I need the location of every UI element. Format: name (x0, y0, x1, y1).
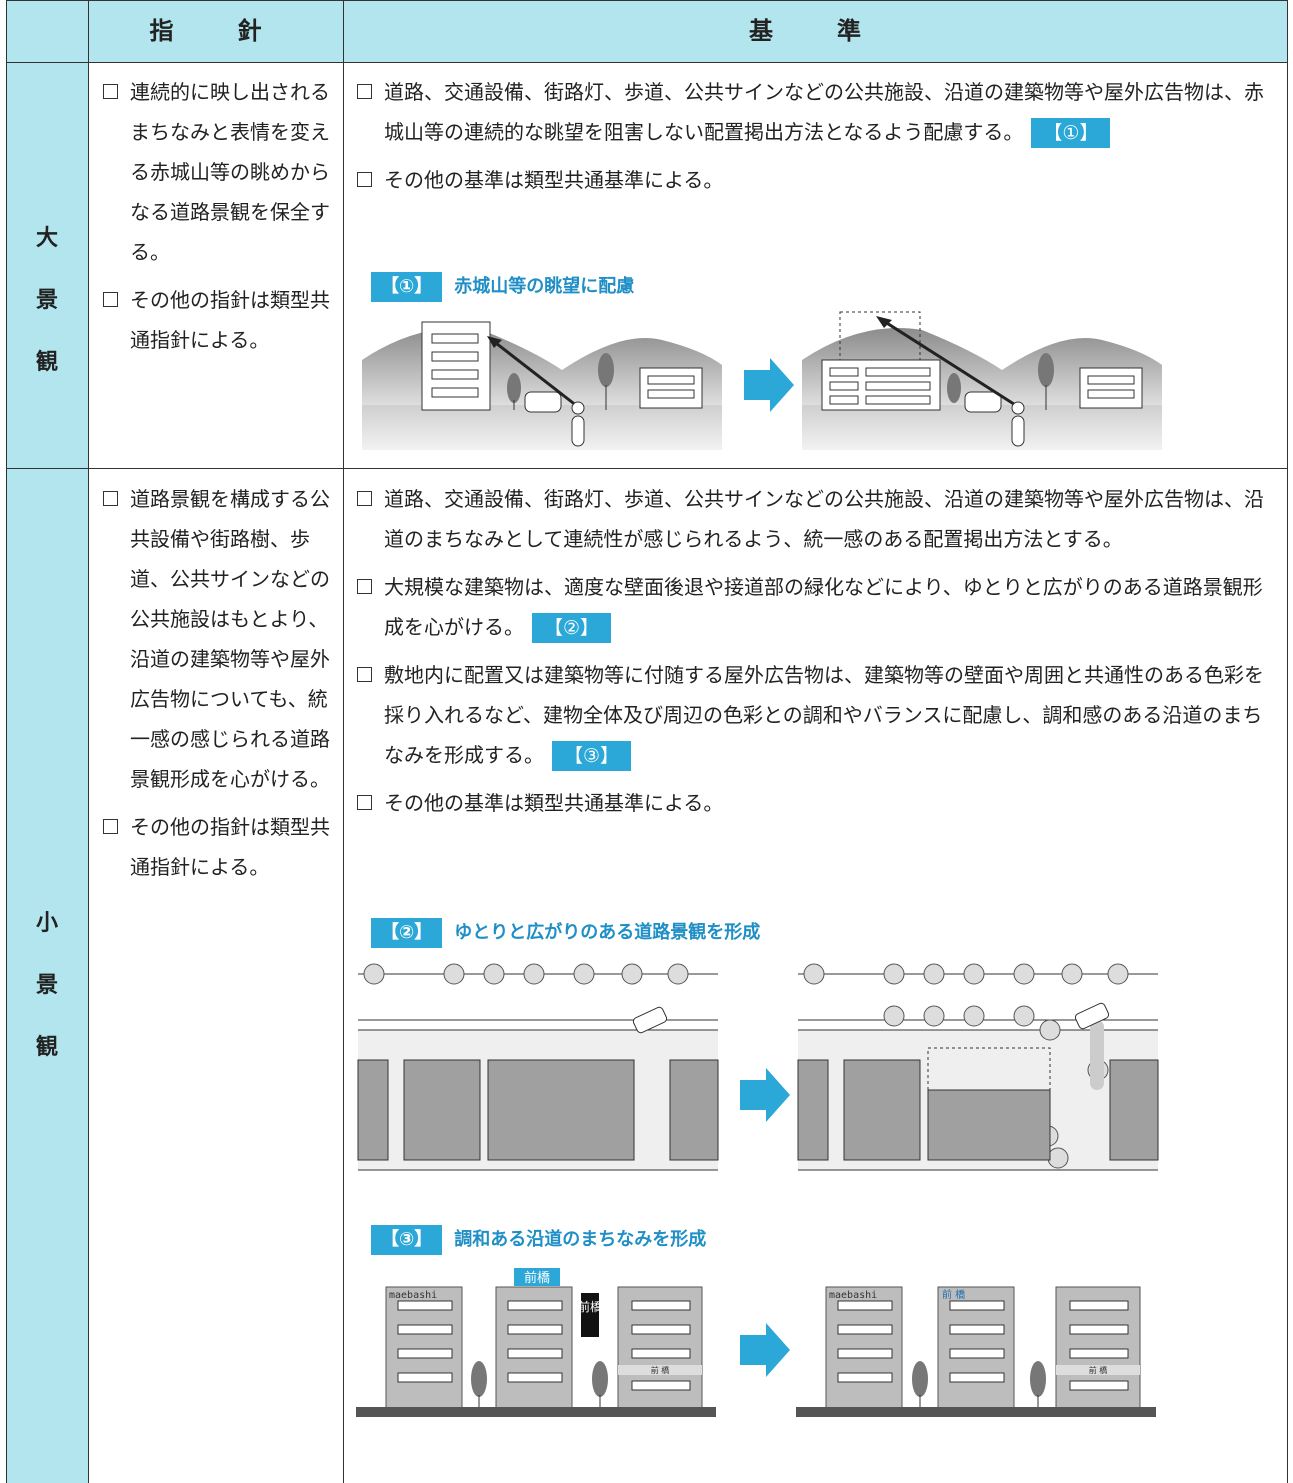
svg-text:前 橋: 前 橋 (651, 1365, 670, 1375)
scene-after (802, 311, 1162, 450)
svg-text:前 橋: 前 橋 (942, 1288, 965, 1301)
arrow-right-icon (744, 358, 794, 412)
checkbox-icon (357, 795, 372, 810)
figure2-title: 【②】ゆとりと広がりのある道路景観を形成 (371, 918, 760, 948)
row-label-small (6, 469, 88, 1483)
facade-after: maebashi 前 橋 前 橋 (796, 1286, 1156, 1417)
header-guideline: 指 針 (149, 17, 282, 45)
ref-badge: 【③】 (552, 741, 632, 771)
label-large-1: 大 (35, 226, 58, 251)
guideline-item: 道路景観を構成する公共設備や街路樹、歩道、公共サインなどの公共施設はもとより、沿… (100, 479, 332, 799)
plan-after (797, 963, 1159, 1171)
standard-item: 道路、交通設備、街路灯、歩道、公共サインなどの公共施設、沿道の建築物等や屋外広告… (354, 72, 1282, 152)
table-header (6, 0, 1288, 62)
guideline-item: その他の指針は類型共通指針による。 (100, 807, 332, 887)
figure3-title: 【③】調和ある沿道のまちなみを形成 (371, 1225, 706, 1255)
row-label-large (6, 62, 88, 468)
checkbox-icon (357, 172, 372, 187)
ref-badge: 【②】 (532, 613, 612, 643)
guideline-item: その他の指針は類型共通指針による。 (100, 280, 332, 360)
checkbox-icon (103, 292, 118, 307)
facade-before: 前橋 前橋 maebashi 前 橋 (356, 1268, 716, 1417)
svg-text:maebashi: maebashi (829, 1290, 877, 1301)
plan-before (357, 963, 719, 1171)
checkbox-icon (103, 84, 118, 99)
large-guidelines: 連続的に映し出されるまちなみと表情を変える赤城山等の眺めからなる道路景観を保全す… (100, 72, 332, 368)
checkbox-icon (357, 491, 372, 506)
arrow-right-icon (740, 1068, 790, 1122)
svg-text:前橋: 前橋 (578, 1299, 602, 1314)
standard-item: その他の基準は類型共通基準による。 (354, 783, 1282, 823)
figure1-illustration (362, 311, 1162, 450)
checkbox-icon (357, 579, 372, 594)
label-small-1: 小 (35, 911, 58, 936)
label-small-2: 景 (35, 973, 58, 998)
ref-badge: 【①】 (1031, 118, 1111, 148)
standard-item: 敷地内に配置又は建築物等に付随する屋外広告物は、建築物等の壁面や周囲と共通性のあ… (354, 655, 1282, 775)
label-large-2: 景 (35, 288, 58, 313)
label-small-3: 観 (35, 1035, 58, 1060)
checkbox-icon (103, 491, 118, 506)
guideline-item: 連続的に映し出されるまちなみと表情を変える赤城山等の眺めからなる道路景観を保全す… (100, 72, 332, 272)
arrow-right-icon (740, 1323, 790, 1377)
svg-text:maebashi: maebashi (389, 1290, 437, 1301)
large-standards: 道路、交通設備、街路灯、歩道、公共サインなどの公共施設、沿道の建築物等や屋外広告… (354, 72, 1282, 208)
small-guidelines: 道路景観を構成する公共設備や街路樹、歩道、公共サインなどの公共施設はもとより、沿… (100, 479, 332, 895)
figure2-illustration (357, 963, 1159, 1171)
landscape-standards-table: 指 針 基 準 大 景 観 連続的に映し出されるまちなみと表情を変える赤城山等の… (6, 0, 1288, 1483)
standard-item: 道路、交通設備、街路灯、歩道、公共サインなどの公共施設、沿道の建築物等や屋外広告… (354, 479, 1282, 559)
scene-before (362, 321, 722, 450)
figure3-illustration: 前橋 前橋 maebashi 前 橋 maebashi 前 橋 前 橋 (356, 1268, 1156, 1417)
small-standards: 道路、交通設備、街路灯、歩道、公共サインなどの公共施設、沿道の建築物等や屋外広告… (354, 479, 1282, 831)
checkbox-icon (357, 84, 372, 99)
checkbox-icon (103, 819, 118, 834)
label-large-3: 観 (35, 350, 58, 375)
standard-item: 大規模な建築物は、適度な壁面後退や接道部の緑化などにより、ゆとりと広がりのある道… (354, 567, 1282, 647)
checkbox-icon (357, 667, 372, 682)
svg-text:前 橋: 前 橋 (1089, 1365, 1108, 1375)
figure1-title: 【①】赤城山等の眺望に配慮 (371, 272, 634, 302)
header-standard: 基 準 (749, 17, 881, 45)
standard-item: その他の基準は類型共通基準による。 (354, 160, 1282, 200)
svg-text:前橋: 前橋 (524, 1270, 550, 1286)
